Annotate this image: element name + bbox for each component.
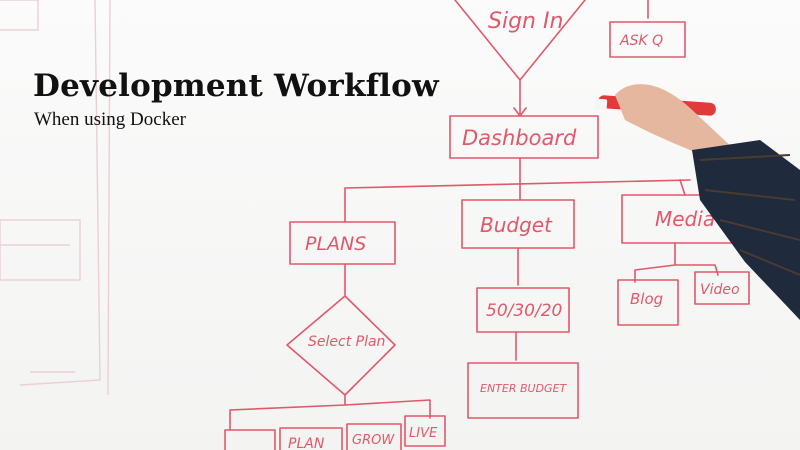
- dashboard-label: Dashboard: [462, 126, 577, 150]
- split-label: 50/30/20: [486, 301, 562, 321]
- slide-subtitle: When using Docker: [34, 109, 186, 130]
- blog-label: Blog: [630, 290, 663, 308]
- grow-label: GROW: [352, 433, 395, 448]
- hand-with-marker: [594, 84, 800, 320]
- plans-label: PLANS: [305, 233, 366, 255]
- live-box: [404, 415, 446, 447]
- select-plan-label: Select Plan: [308, 334, 385, 350]
- blog-box: [617, 279, 679, 326]
- video-label: Video: [700, 282, 740, 298]
- plan-box: [279, 427, 343, 450]
- slide-title: Development Workflow: [33, 68, 439, 104]
- sign-in-label: Sign In: [488, 9, 563, 34]
- enter-budget-label: ENTER BUDGET: [480, 382, 568, 395]
- title-block: Development Workflow When using Docker: [33, 66, 439, 132]
- grow-box: [346, 423, 402, 450]
- plan-label: PLAN: [288, 436, 325, 450]
- live-label: LIVE: [409, 426, 438, 441]
- split-box: [476, 287, 570, 333]
- ask-q-label: ASK Q: [619, 33, 663, 49]
- media-label: Media: [655, 207, 715, 231]
- video-box: [694, 271, 750, 305]
- plans-box: [289, 221, 396, 265]
- ask-q-box: [609, 21, 686, 58]
- enter-budget-box: [467, 362, 579, 419]
- faint-wireframe: [0, 0, 111, 396]
- budget-label: Budget: [480, 213, 553, 237]
- dashboard-box: [449, 115, 599, 159]
